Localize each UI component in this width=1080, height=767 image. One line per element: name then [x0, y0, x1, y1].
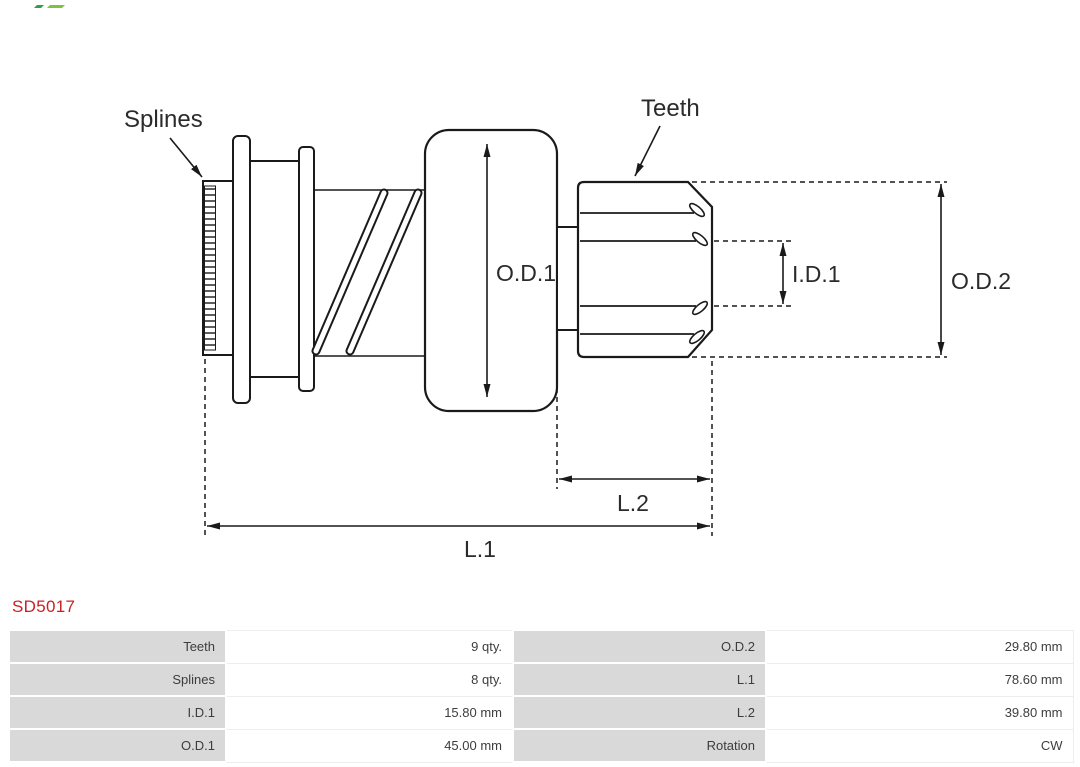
spec-value: CW [765, 728, 1074, 763]
spec-label: Teeth [8, 629, 227, 664]
teeth-label: Teeth [641, 95, 700, 122]
spec-label: L.2 [512, 695, 767, 730]
spec-value: 9 qty. [225, 629, 514, 664]
splines-callout: Splines [124, 106, 203, 178]
spec-label: Rotation [512, 728, 767, 763]
table-row: Teeth 9 qty. O.D.2 29.80 mm [8, 629, 1074, 664]
spring [311, 188, 427, 357]
shaft-neck [556, 226, 579, 331]
id1-dimension: I.D.1 [779, 243, 841, 304]
starter-drive-technical-drawing: O.D.1 I.D.1 O.D.2 [124, 95, 1011, 562]
as-pl-logo-fragment [27, 0, 71, 8]
splined-shaft [202, 180, 234, 356]
spec-value: 78.60 mm [765, 662, 1074, 697]
spec-value: 8 qty. [225, 662, 514, 697]
od2-label: O.D.2 [951, 268, 1011, 294]
l2-dimension: L.2 [559, 475, 710, 516]
l1-dimension: L.1 [207, 522, 710, 562]
flange-disc-1 [232, 135, 251, 404]
logo-fragment-svg [34, 5, 65, 8]
hub-cylinder [249, 160, 300, 378]
projection-lines [204, 181, 947, 536]
l1-label: L.1 [464, 536, 496, 562]
od1-label: O.D.1 [496, 260, 556, 286]
table-row: I.D.1 15.80 mm L.2 39.80 mm [8, 695, 1074, 730]
splines-label: Splines [124, 106, 203, 133]
spec-value: 15.80 mm [225, 695, 514, 730]
table-row: O.D.1 45.00 mm Rotation CW [8, 728, 1074, 763]
spring-coil [311, 188, 423, 356]
spec-value: 45.00 mm [225, 728, 514, 763]
od1-dimension: O.D.1 [483, 144, 556, 397]
teeth-callout: Teeth [634, 95, 700, 177]
l2-label: L.2 [617, 490, 649, 516]
pinion-gear [576, 180, 714, 359]
spec-value: 29.80 mm [765, 629, 1074, 664]
od2-dimension: O.D.2 [937, 184, 1011, 355]
part-number: SD5017 [12, 597, 76, 616]
id1-label: I.D.1 [792, 261, 841, 287]
flange-disc-2 [298, 146, 315, 392]
spec-value: 39.80 mm [765, 695, 1074, 730]
spec-label: I.D.1 [8, 695, 227, 730]
spec-label: L.1 [512, 662, 767, 697]
spec-label: O.D.1 [8, 728, 227, 763]
gear-teeth-lines [580, 202, 709, 345]
spec-label: Splines [8, 662, 227, 697]
table-row: Splines 8 qty. L.1 78.60 mm [8, 662, 1074, 697]
spec-table: Teeth 9 qty. O.D.2 29.80 mm Splines 8 qt… [8, 629, 1074, 763]
spec-label: O.D.2 [512, 629, 767, 664]
